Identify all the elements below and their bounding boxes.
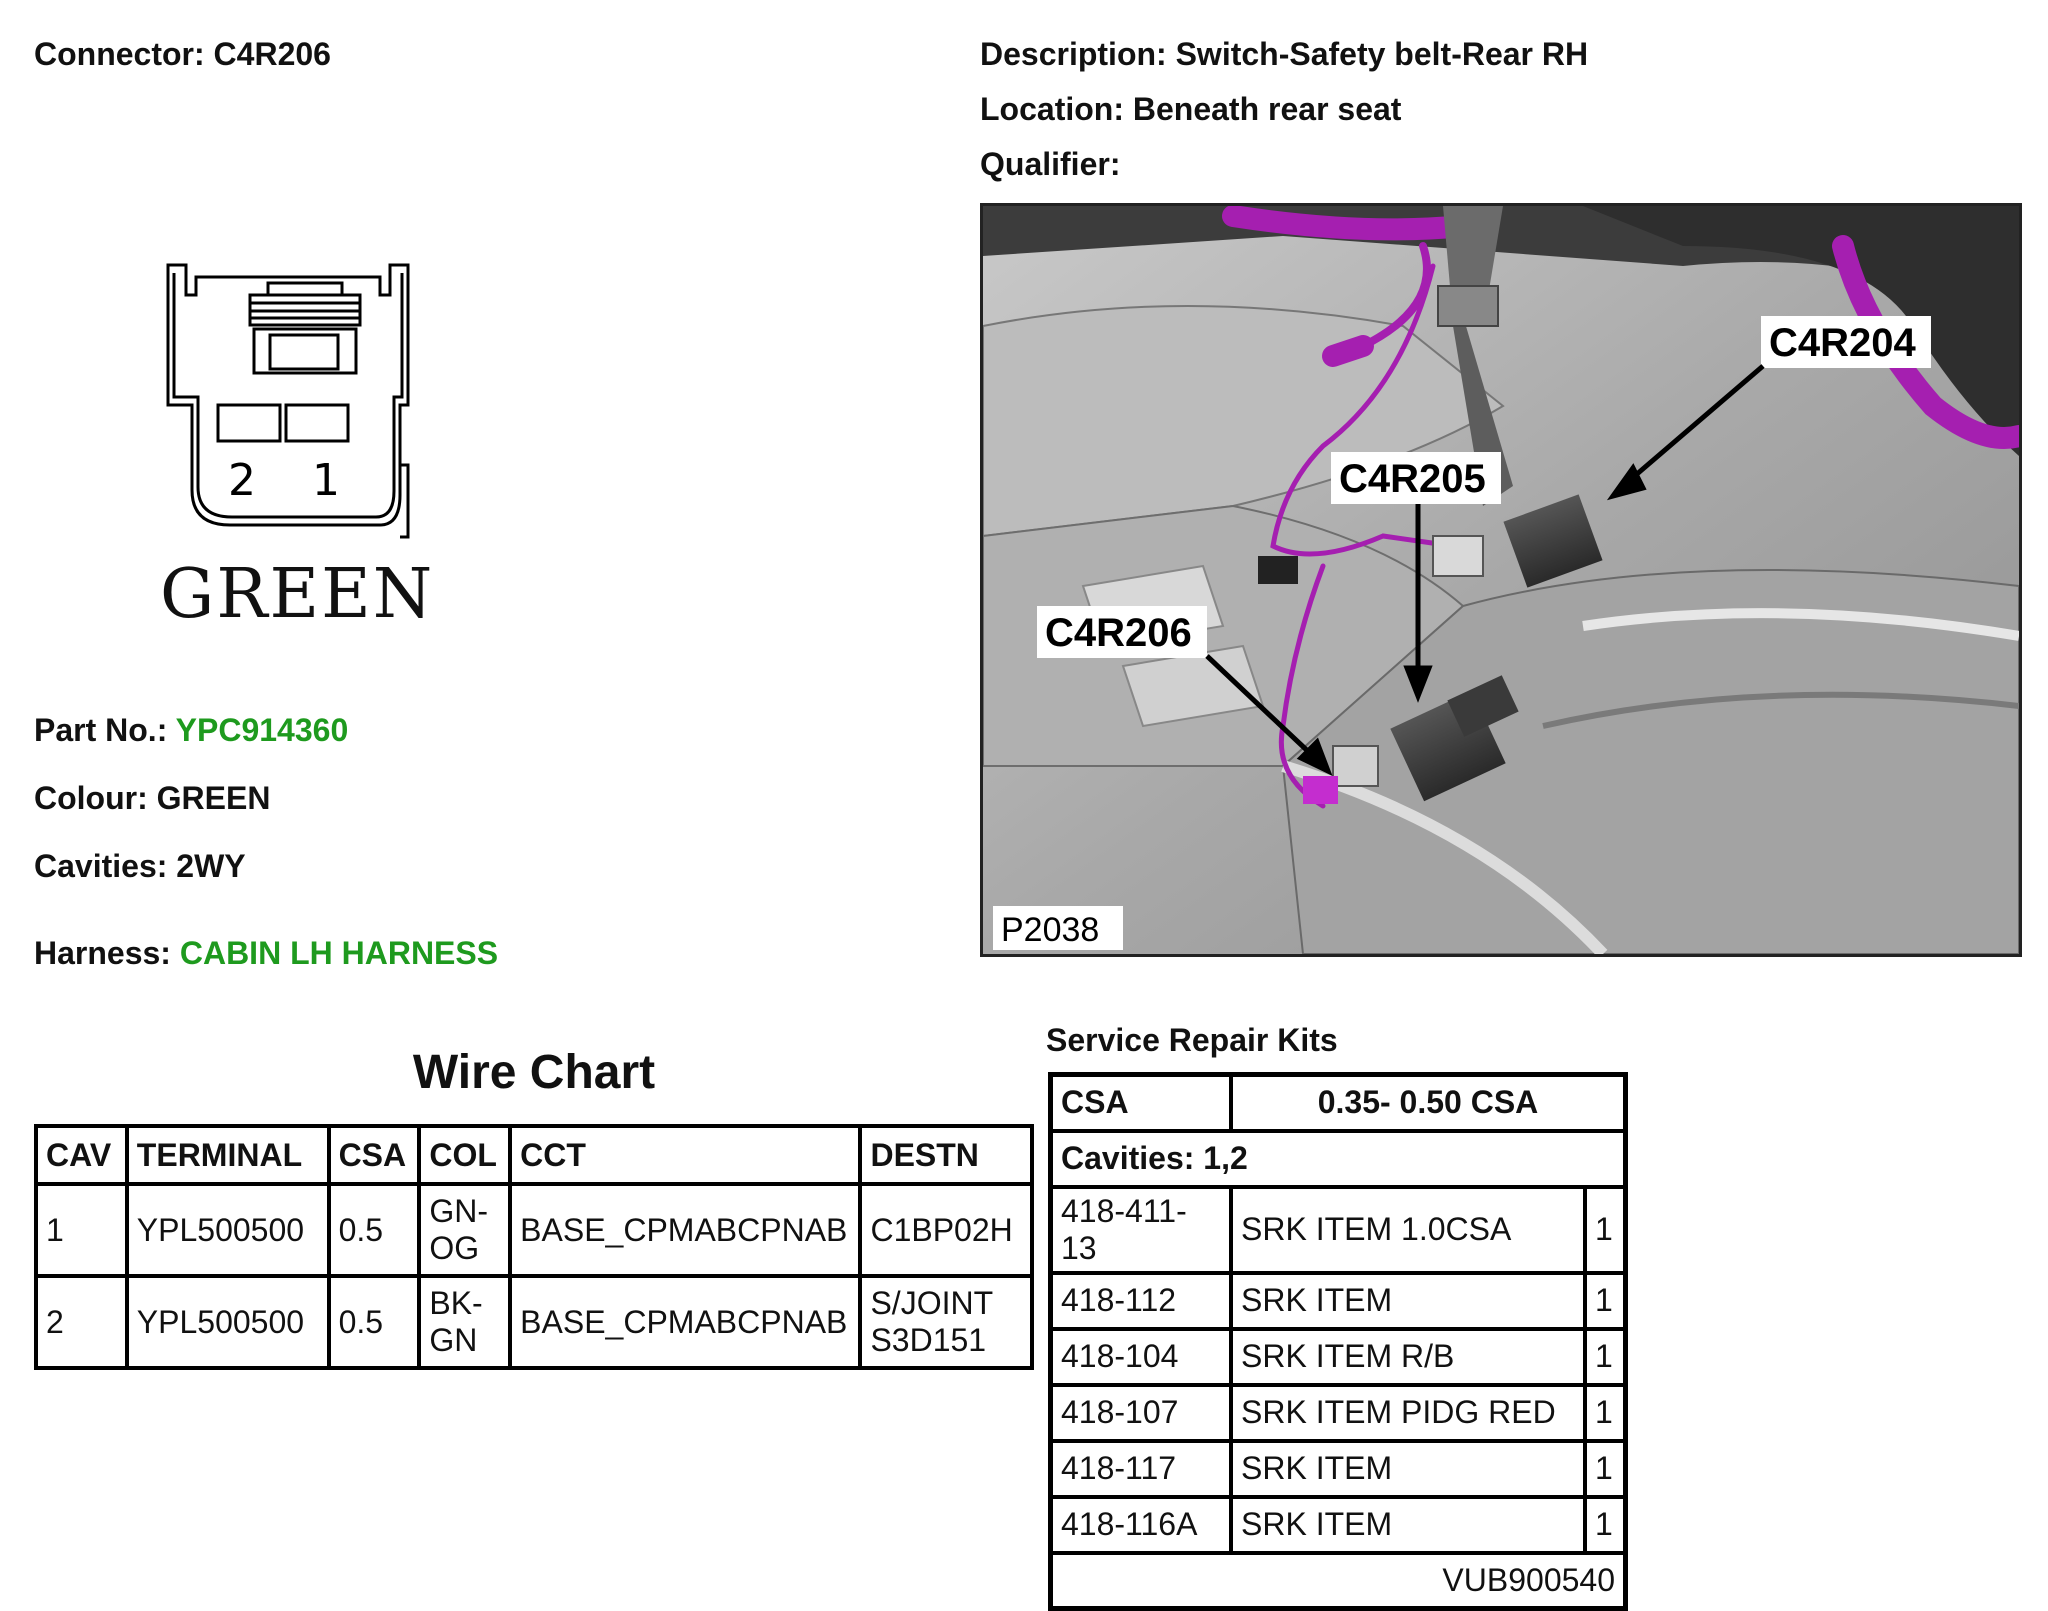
cell-col-line1: BK- (429, 1285, 483, 1321)
srk-code: 418-411-13 (1048, 1184, 1233, 1275)
srk-code: 418-117 (1048, 1438, 1233, 1499)
cell-col: BK-GN (417, 1274, 513, 1370)
cell-terminal: YPL500500 (124, 1182, 331, 1278)
table-row: 418-411-13 SRK ITEM 1.0CSA 1 (1048, 1184, 1628, 1275)
col-header-cav: CAV (34, 1124, 129, 1186)
srk-csa-row: CSA 0.35- 0.50 CSA (1048, 1072, 1628, 1133)
table-row: 2 YPL500500 0.5 BK-GN BASE_CPMABCPNAB S/… (34, 1274, 1034, 1370)
srk-name: SRK ITEM (1229, 1494, 1587, 1555)
connector-heading: Connector: C4R206 (34, 36, 331, 73)
table-row: 418-104 SRK ITEM R/B 1 (1048, 1326, 1628, 1387)
srk-name: SRK ITEM R/B (1229, 1326, 1587, 1387)
cell-col: GN-OG (417, 1182, 513, 1278)
srk-qty: 1 (1583, 1494, 1628, 1555)
cell-destn-line1: C1BP02H (870, 1211, 1013, 1248)
cell-col-line2: GN (429, 1322, 478, 1358)
col-header-terminal: TERMINAL (124, 1124, 331, 1186)
srk-qty: 1 (1583, 1382, 1628, 1443)
srk-name: SRK ITEM PIDG RED (1229, 1382, 1587, 1443)
cell-cct: BASE_CPMABCPNAB (508, 1182, 863, 1278)
wire-chart-header-row: CAV TERMINAL CSA COL CCT DESTN (34, 1124, 1034, 1186)
srk-qty: 1 (1583, 1326, 1628, 1387)
connector-colour-caption: GREEN (160, 555, 435, 634)
part-number-value: YPC914360 (175, 712, 349, 748)
table-row: 418-116A SRK ITEM 1 (1048, 1494, 1628, 1555)
description-label: Description: (980, 36, 1176, 72)
cell-csa: 0.5 (326, 1274, 422, 1370)
srk-code: 418-104 (1048, 1326, 1233, 1387)
col-header-destn: DESTN (858, 1124, 1034, 1186)
part-number: Part No.: YPC914360 (34, 712, 348, 749)
srk-cavities-row: Cavities: 1,2 (1048, 1128, 1628, 1189)
srk-code: 418-107 (1048, 1382, 1233, 1443)
harness-value: CABIN LH HARNESS (179, 935, 499, 971)
callout-c4r205: C4R205 (1339, 457, 1486, 501)
pin-2-label: 2 (228, 455, 256, 506)
srk-table: CSA 0.35- 0.50 CSA Cavities: 1,2 418-411… (1048, 1072, 1628, 1611)
table-row: 418-112 SRK ITEM 1 (1048, 1270, 1628, 1331)
connector-id: C4R206 (213, 36, 331, 72)
cavities-label: Cavities: (34, 848, 177, 884)
pin-1-label: 1 (312, 455, 340, 506)
colour: Colour: GREEN (34, 780, 270, 817)
srk-title: Service Repair Kits (1046, 1022, 1338, 1058)
harness-label: Harness: (34, 935, 180, 971)
location-illustration: C4R204 C4R205 C4R206 P2038 (983, 206, 2019, 954)
location-label: Location: (980, 91, 1133, 127)
part-number-label: Part No.: (34, 712, 176, 748)
srk-cavities: Cavities: 1,2 (1048, 1128, 1628, 1189)
srk-code: 418-116A (1048, 1494, 1233, 1555)
col-header-csa: CSA (326, 1124, 422, 1186)
srk-code: 418-112 (1048, 1270, 1233, 1331)
col-header-col: COL (417, 1124, 513, 1186)
cell-destn: C1BP02H (858, 1182, 1034, 1278)
connector-label: Connector: (34, 36, 214, 72)
cell-col-line2: OG (429, 1230, 480, 1266)
qualifier-label: Qualifier: (980, 146, 1121, 182)
cavities: Cavities: 2WY (34, 848, 246, 885)
cell-terminal: YPL500500 (124, 1274, 331, 1370)
cell-destn-line2: S3D151 (870, 1322, 987, 1358)
srk-csa-label: CSA (1048, 1072, 1233, 1133)
srk-qty: 1 (1583, 1184, 1628, 1275)
srk-name: SRK ITEM (1229, 1438, 1587, 1499)
connector-face-drawing: 2 1 (166, 263, 410, 539)
photo-ref: P2038 (1001, 911, 1099, 949)
srk-qty: 1 (1583, 1270, 1628, 1331)
cell-col-line1: GN- (429, 1193, 489, 1229)
wire-chart-title: Wire Chart (412, 1046, 656, 1099)
cell-csa: 0.5 (326, 1182, 422, 1278)
cavities-value: 2WY (176, 848, 246, 884)
description-value: Switch-Safety belt-Rear RH (1175, 36, 1589, 72)
table-row: 1 YPL500500 0.5 GN-OG BASE_CPMABCPNAB C1… (34, 1182, 1034, 1278)
cell-destn-line1: S/JOINT (870, 1285, 994, 1321)
wire-chart-table: CAV TERMINAL CSA COL CCT DESTN 1 YPL5005… (34, 1124, 1034, 1370)
table-row: 418-107 SRK ITEM PIDG RED 1 (1048, 1382, 1628, 1443)
srk-footer-row: VUB900540 (1048, 1550, 1628, 1611)
callout-c4r204: C4R204 (1769, 321, 1917, 365)
description: Description: Switch-Safety belt-Rear RH (980, 36, 1588, 73)
srk-footer: VUB900540 (1048, 1550, 1628, 1611)
callout-c4r206: C4R206 (1045, 611, 1192, 655)
cell-cav: 2 (34, 1274, 129, 1370)
srk-qty: 1 (1583, 1438, 1628, 1499)
colour-value: GREEN (156, 780, 271, 816)
srk-csa-value: 0.35- 0.50 CSA (1229, 1072, 1628, 1133)
colour-label: Colour: (34, 780, 157, 816)
srk-name: SRK ITEM 1.0CSA (1229, 1184, 1587, 1275)
cell-cav: 1 (34, 1182, 129, 1278)
srk-name: SRK ITEM (1229, 1270, 1587, 1331)
location: Location: Beneath rear seat (980, 91, 1401, 128)
table-row: 418-117 SRK ITEM 1 (1048, 1438, 1628, 1499)
harness: Harness: CABIN LH HARNESS (34, 935, 498, 972)
cell-cct: BASE_CPMABCPNAB (508, 1274, 863, 1370)
location-value: Beneath rear seat (1132, 91, 1402, 127)
location-photo: C4R204 C4R205 C4R206 P2038 (980, 203, 2022, 957)
col-header-cct: CCT (508, 1124, 863, 1186)
